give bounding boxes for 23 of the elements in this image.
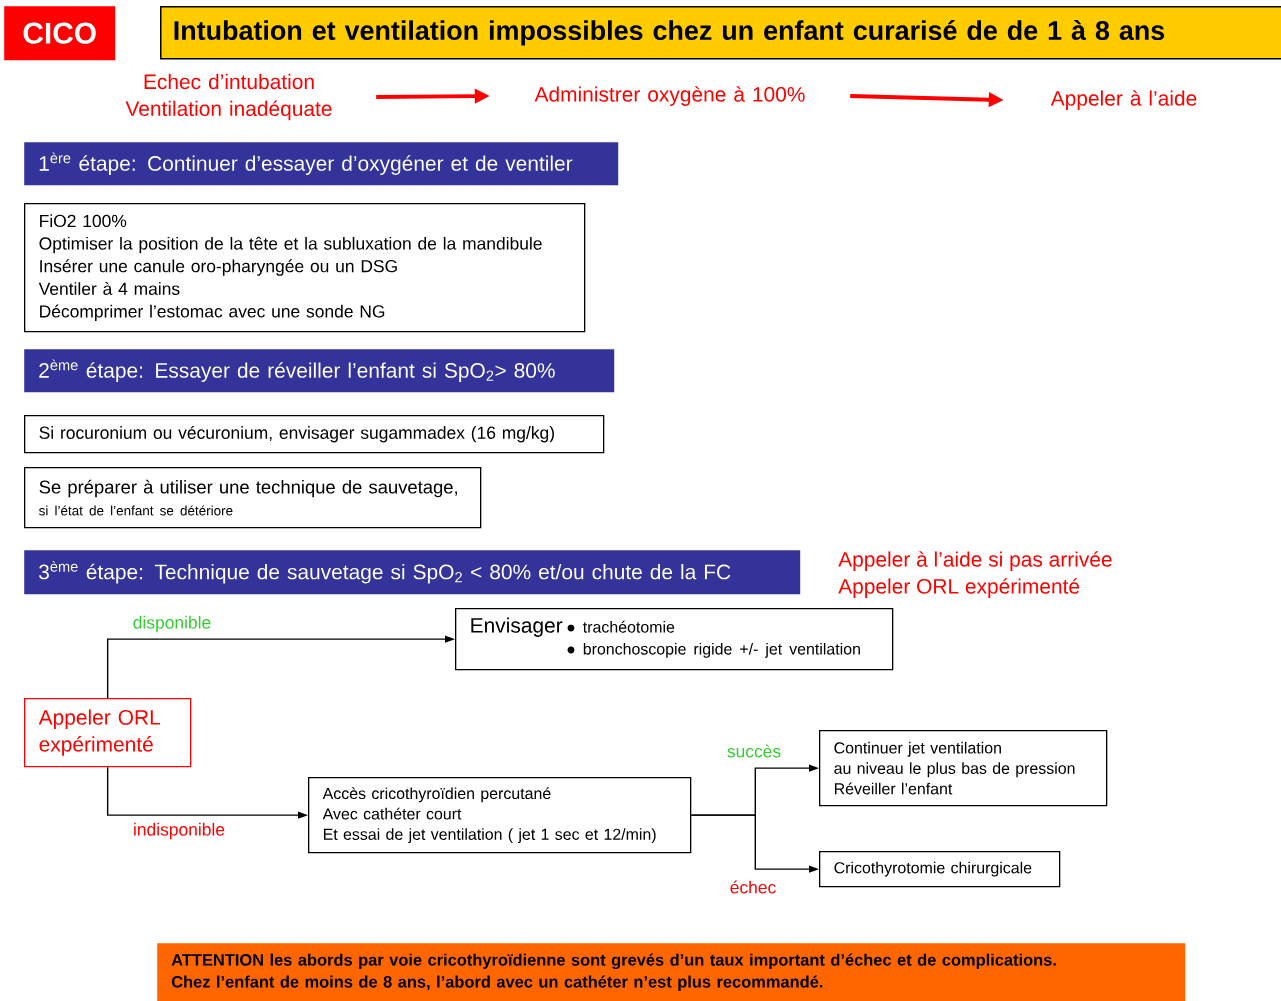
edge-label: indisponible — [131, 821, 227, 841]
step-text: Administrer oxygène à 100% — [534, 86, 805, 106]
edge-label: succès — [725, 743, 783, 759]
instruction-box: FiO2 100% Optimiser la position de la tête et la subluxation de la mandibule Insérer une canule oro-pharyngée ou un DSG Ventiler à 4 mains Décomprimer l’estomac avec une sonde NG — [24, 203, 586, 333]
instruction-box: Se préparer à utiliser une technique de sauvetage, si l’état de l’enfant se détériore — [24, 467, 482, 529]
step-banner: 3$^{ème}$ étape: Technique de sauvetage si SpO$_{2}$ < 80% et/ou chute de la FC — [24, 550, 801, 595]
note-text: Appeler à l’aide si pas arrivée — [838, 551, 1112, 571]
instruction-box: Continuer jet ventilation au niveau le plus bas de pression Réveiller l’enfant — [819, 730, 1108, 807]
edge-label: échec — [728, 879, 778, 895]
instruction-box: Envisager ● trachéotomie ● bronchoscopie rigide +/- jet ventilation — [455, 608, 894, 671]
action-box: Appeler ORL expérimenté — [24, 698, 192, 768]
step-text: Echec d’intubation Ventilation inadéquate — [125, 73, 332, 121]
instruction-box: Accès cricothyroïdien percutané Avec cathéter court Et essai de jet ventilation ( jet 1 sec et 12/min) — [308, 777, 692, 854]
header-box: CICO — [4, 6, 116, 61]
edge-label: disponible — [131, 614, 213, 634]
step-text: Appeler à l’aide — [1050, 90, 1197, 110]
warning-box: ATTENTION les abords par voie cricothyroïdienne sont grevés d’un taux important d’échec et de complications. Chez l’enfant de moins de 8 ans, l’abord avec un cathéter n’est plus recommandé. — [157, 943, 1186, 1001]
note-text: Appeler ORL expérimenté — [838, 578, 1080, 598]
step-banner: 2$^{ème}$ étape: Essayer de réveiller l’enfant si SpO$_{2}$> 80% — [24, 349, 615, 393]
instruction-box: Cricothyrotomie chirurgicale — [819, 851, 1061, 888]
title-banner: Intubation et ventilation impossibles chez un enfant curarisé de de 1 à 8 ans — [160, 6, 1281, 60]
step-banner: 1$^{ère}$ étape: Continuer d’essayer d’oxygéner et de ventiler — [24, 142, 619, 186]
instruction-box: Si rocuronium ou vécuronium, envisager sugammadex (16 mg/kg) — [24, 415, 605, 454]
